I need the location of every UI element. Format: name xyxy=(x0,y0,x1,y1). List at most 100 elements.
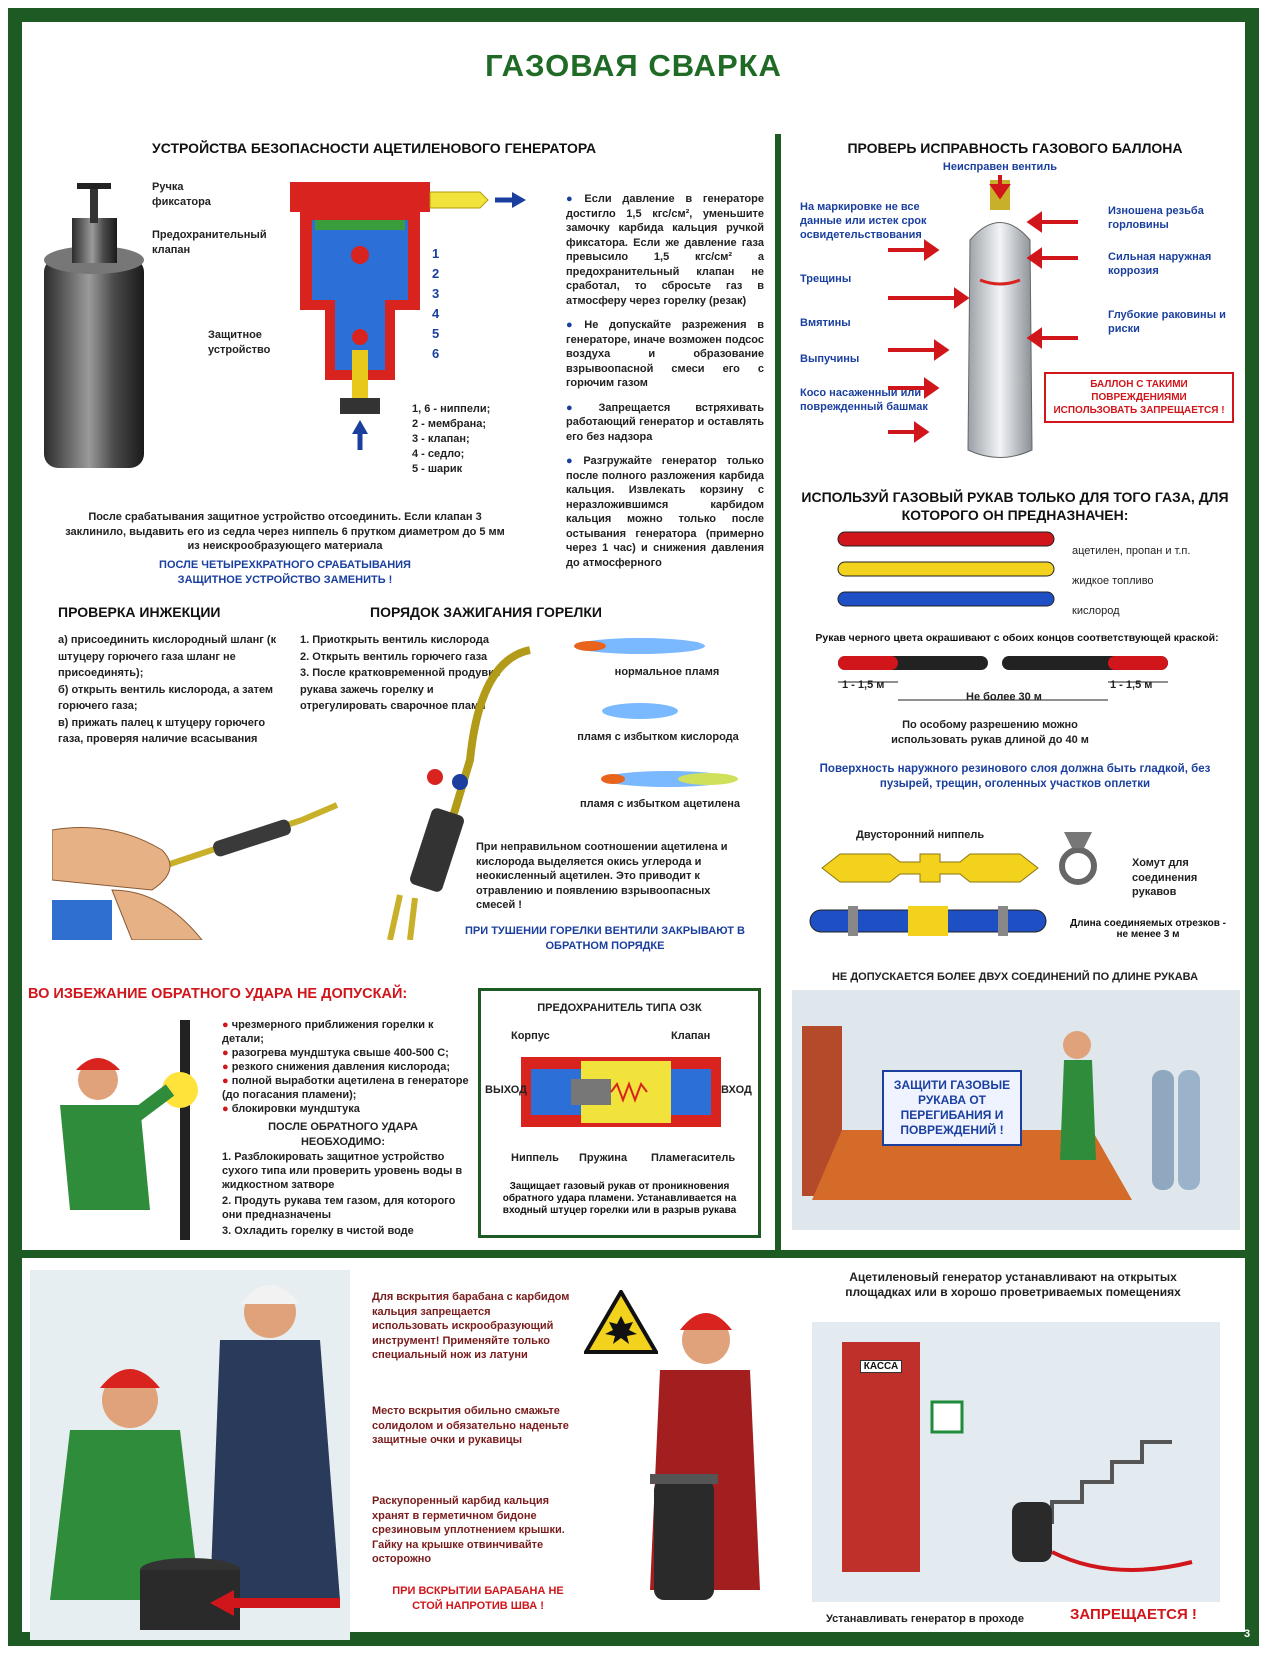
after-backfire-list: 1. Разблокировать защитное устройство су… xyxy=(222,1150,472,1238)
ozk-label-spring: Пружина xyxy=(579,1152,628,1164)
hose-labels: ацетилен, пропан и т.п. жидкое топливо к… xyxy=(1072,536,1242,626)
flame-acetylene-icon xyxy=(601,771,738,787)
double-nipple-illustration xyxy=(821,853,1039,883)
ozk-caption: Защищает газовый рукав от проникновения … xyxy=(502,1181,737,1216)
legend-item: 1, 6 - ниппели; xyxy=(412,403,491,415)
hose-label-oxygen: кислород xyxy=(1072,605,1120,617)
after-item: 1. Разблокировать защитное устройство су… xyxy=(222,1151,463,1191)
cylinder-right-labels: Изношена резьба горловины Сильная наружн… xyxy=(1108,204,1238,336)
backfire-item: полной выработки ацетилена в генераторе … xyxy=(222,1074,472,1102)
black-hose-note: Рукав черного цвета окрашивают с обоих к… xyxy=(815,632,1219,644)
safety-device-cross-section xyxy=(290,182,526,450)
after-backfire-heading: ПОСЛЕ ОБРАТНОГО УДАРА НЕОБХОДИМО: xyxy=(268,1121,418,1148)
ozk-panel: ПРЕДОХРАНИТЕЛЬ ТИПА ОЗК Корпус Клапан ВЫ… xyxy=(478,988,761,1238)
clamp-illustration xyxy=(1059,832,1097,885)
part-number: 3 xyxy=(432,286,440,301)
flame-normal-icon xyxy=(574,638,705,654)
length-end-left: 1 - 1,5 м xyxy=(842,679,885,691)
bottom-text-2: Место вскрытия обильно смажьте солидолом… xyxy=(372,1405,569,1446)
hallway-scene: КАССА xyxy=(812,1322,1220,1602)
part-number: 6 xyxy=(432,346,440,361)
part-number-list: 1 2 3 4 5 6 xyxy=(432,244,452,364)
backfire-heading: ВО ИЗБЕЖАНИЕ ОБРАТНОГО УДАРА НЕ ДОПУСКАЙ… xyxy=(28,986,408,1002)
cylinder-warning: БАЛЛОН С ТАКИМИ ПОВРЕЖДЕНИЯМИ ИСПОЛЬЗОВА… xyxy=(1044,372,1234,423)
ozk-label-nipple: Ниппель xyxy=(511,1152,559,1164)
generator-note-blue: ПОСЛЕ ЧЕТЫРЕХКРАТНОГО СРАБАТЫВАНИЯ ЗАЩИТ… xyxy=(159,559,411,586)
length-middle: Не более 30 м xyxy=(966,691,1042,703)
backfire-item: чрезмерного приближения горелки к детали… xyxy=(222,1018,472,1046)
cylinder-issue: Трещины xyxy=(800,273,852,285)
joined-hoses-illustration xyxy=(809,906,1047,936)
ozk-label-body: Корпус xyxy=(511,1030,550,1042)
clamp-label: Хомут для соединения рукавов xyxy=(1132,857,1198,898)
after-item: 2. Продуть рукава тем газом, для которог… xyxy=(222,1195,456,1221)
page-title: ГАЗОВАЯ СВАРКА xyxy=(485,48,782,83)
carbide-opening-scene xyxy=(30,1270,350,1640)
forbidden-label: ЗАПРЕЩАЕТСЯ ! xyxy=(1070,1606,1197,1623)
bullet-shaking: Запрещается встряхивать работающий генер… xyxy=(566,401,764,445)
hose-label-fuel: жидкое топливо xyxy=(1072,575,1154,587)
legend-item: 3 - клапан; xyxy=(412,433,470,445)
special-permission-note: По особому разрешению можно использовать… xyxy=(891,719,1089,746)
ozk-label-valve: Клапан xyxy=(671,1030,711,1042)
backfire-item: блокировки мундштука xyxy=(222,1102,472,1116)
worker-carrying-canister-illustration xyxy=(650,1313,760,1600)
cylinder-issue: Вмятины xyxy=(800,317,851,329)
part-number: 2 xyxy=(432,266,440,281)
acetylene-generator-illustration xyxy=(44,183,144,468)
ozk-label-out: ВЫХОД xyxy=(485,1084,528,1096)
left-arrow-icon xyxy=(210,1590,340,1616)
bullet-unloading: Разгружайте генератор только после полно… xyxy=(566,454,764,570)
flame-acetylene-label: пламя с избытком ацетилена xyxy=(580,798,740,810)
connection-limit: НЕ ДОПУСКАЕТСЯ БОЛЕЕ ДВУХ СОЕДИНЕНИЙ ПО … xyxy=(831,971,1199,983)
bottom-text-3: Раскупоренный карбид кальция хранят в ге… xyxy=(372,1495,565,1565)
nipple-label: Двусторонний ниппель xyxy=(856,829,985,841)
workshop-scene: ЗАЩИТИ ГАЗОВЫЕ РУКАВА ОТ ПЕРЕГИБАНИЯ И П… xyxy=(792,990,1240,1230)
callout-protective-device: Защитное устройство xyxy=(208,329,271,356)
bullet-pressure: Если давление в генераторе достигло 1,5 … xyxy=(566,192,764,308)
workshop-illustration xyxy=(792,990,1240,1230)
injection-text: а) присоединить кислородный шланг (к шту… xyxy=(58,634,277,745)
cylinder-heading: ПРОВЕРЬ ИСПРАВНОСТЬ ГАЗОВОГО БАЛЛОНА xyxy=(847,140,1183,156)
legend-item: 4 - седло; xyxy=(412,448,465,460)
length-end-right: 1 - 1,5 м xyxy=(1110,679,1153,691)
generator-note: После срабатывания защитное устройство о… xyxy=(65,511,505,552)
protect-hoses-sign: ЗАЩИТИ ГАЗОВЫЕ РУКАВА ОТ ПЕРЕГИБАНИЯ И П… xyxy=(882,1070,1022,1146)
bottom-text-1: Для вскрытия барабана с карбидом кальция… xyxy=(372,1291,570,1361)
flame-normal-label: нормальное пламя xyxy=(614,666,720,678)
ignition-warning: При неправильном соотношении ацетилена и… xyxy=(476,841,728,911)
workers-opening-drum-illustration xyxy=(30,1270,350,1640)
backfire-item: разогрева мундштука свыше 400-500 С; xyxy=(222,1046,472,1060)
ozk-label-in: ВХОД xyxy=(721,1084,752,1096)
legend-item: 2 - мембрана; xyxy=(412,418,487,430)
torch-illustration xyxy=(387,646,531,940)
page-number: 3 xyxy=(1244,1628,1251,1640)
cylinder-issue: Изношена резьба горловины xyxy=(1108,205,1204,231)
surface-note: Поверхность наружного резинового слоя до… xyxy=(819,763,1211,790)
divider-vertical xyxy=(775,134,781,1250)
ignition-heading: ПОРЯДОК ЗАЖИГАНИЯ ГОРЕЛКИ xyxy=(370,604,602,620)
flame-oxygen-icon xyxy=(602,703,678,719)
cylinder-issue: Глубокие раковины и риски xyxy=(1108,309,1226,335)
hose-label-acetylene: ацетилен, пропан и т.п. xyxy=(1072,545,1191,557)
injection-heading: ПРОВЕРКА ИНЖЕКЦИИ xyxy=(58,604,221,620)
door-sign: КАССА xyxy=(860,1360,902,1373)
hose-colors xyxy=(837,531,1055,607)
legend-item: 5 - шарик xyxy=(412,463,463,475)
callout-handle: Ручка фиксатора xyxy=(152,181,211,208)
generator-heading: УСТРОЙСТВА БЕЗОПАСНОСТИ АЦЕТИЛЕНОВОГО ГЕ… xyxy=(152,140,597,156)
ozk-heading: ПРЕДОХРАНИТЕЛЬ ТИПА ОЗК xyxy=(537,1002,702,1014)
hand-torch-illustration xyxy=(52,802,339,940)
explosion-warning-icon xyxy=(584,1290,658,1354)
divider-horizontal xyxy=(22,1250,1245,1258)
parts-legend: 1, 6 - ниппели; 2 - мембрана; 3 - клапан… xyxy=(412,402,562,477)
cylinder-issue: На маркировке не все данные или истек ср… xyxy=(800,201,927,241)
part-number: 1 xyxy=(432,246,440,261)
hoses-heading: ИСПОЛЬЗУЙ ГАЗОВЫЙ РУКАВ ТОЛЬКО ДЛЯ ТОГО … xyxy=(801,489,1229,523)
ignition-steps: 1. Приоткрыть вентиль кислорода 2. Откры… xyxy=(300,634,501,712)
ozk-label-flame-arrester: Пламегаситель xyxy=(651,1152,736,1164)
cylinder-issue: Выпучины xyxy=(800,353,860,365)
generator-placement-note: Ацетиленовый генератор устанавливают на … xyxy=(845,1270,1181,1299)
part-number: 5 xyxy=(432,326,440,341)
label-faulty-valve: Неисправен вентиль xyxy=(942,161,1058,173)
